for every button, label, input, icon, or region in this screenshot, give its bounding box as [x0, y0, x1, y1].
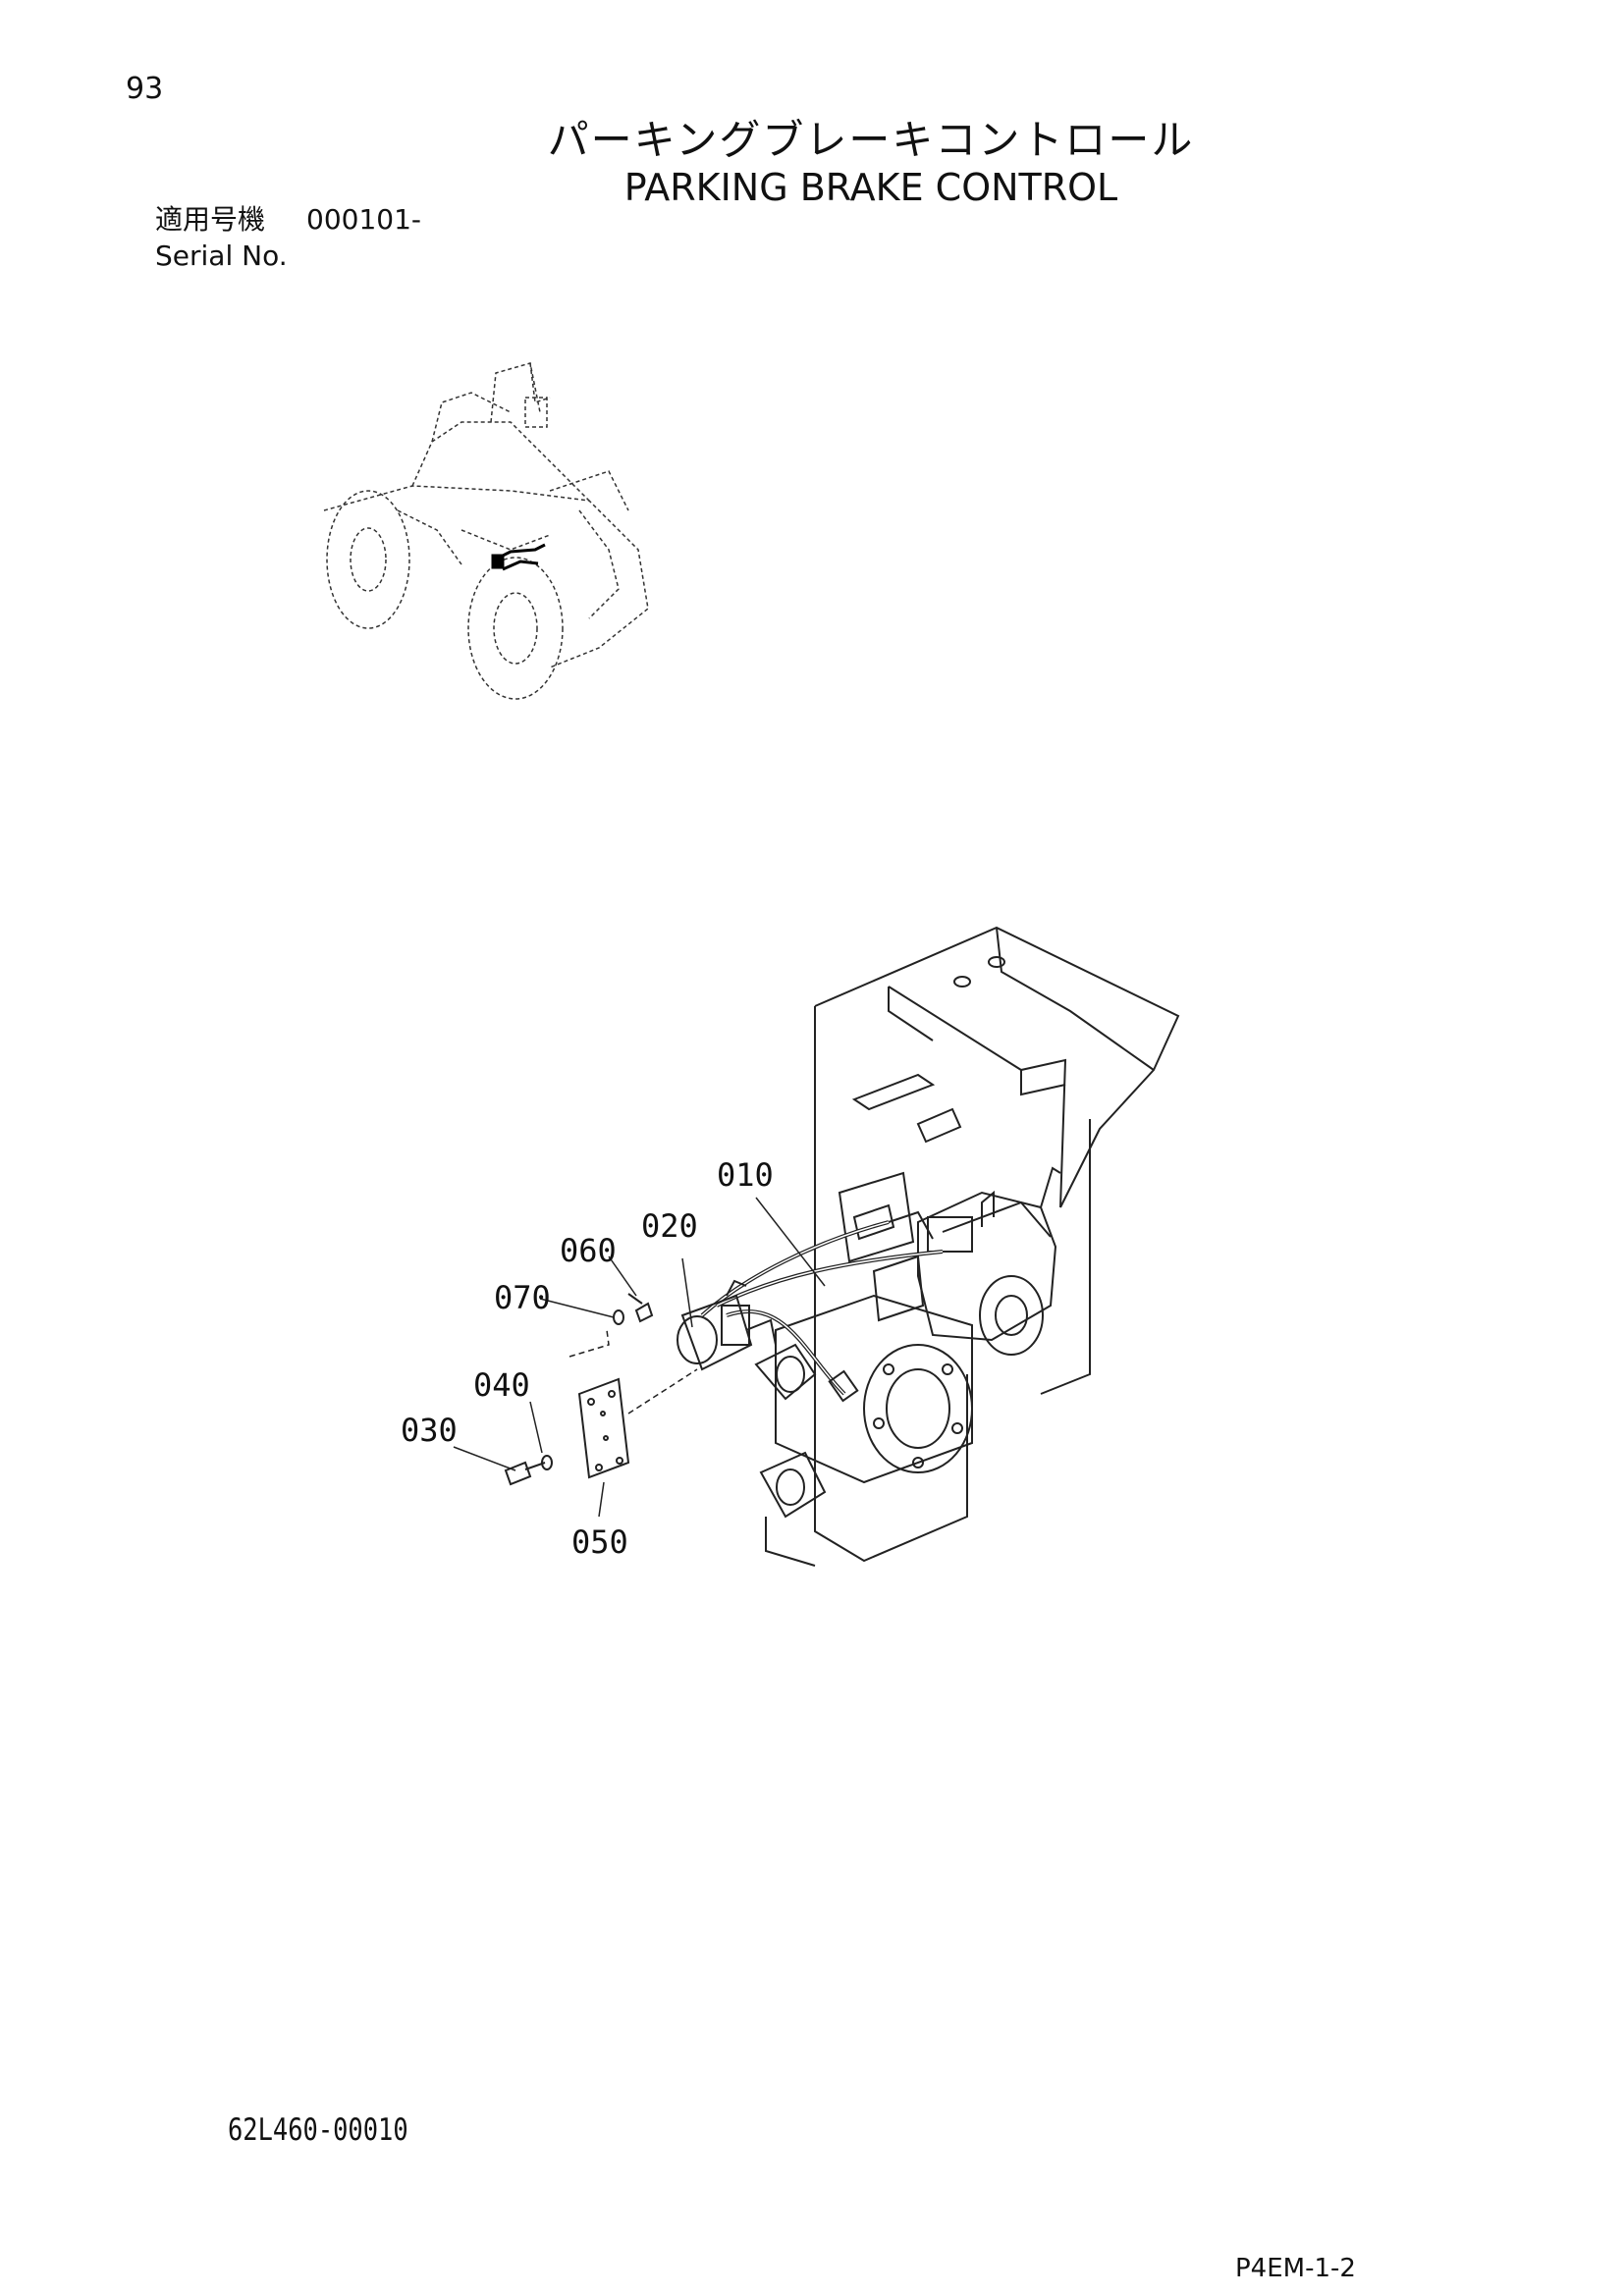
page-number: 93: [126, 72, 164, 106]
callout-leader-lines: [453, 1197, 826, 1518]
transmission-assembly-illustration: [504, 926, 1180, 1567]
page-code: P4EM-1-2: [1235, 2254, 1356, 2283]
callout-040: 040: [473, 1366, 530, 1404]
callout-020: 020: [641, 1207, 698, 1245]
page-title-english: PARKING BRAKE CONTROL: [623, 166, 1118, 209]
vehicle-overview-highlight: [491, 543, 546, 571]
callout-070: 070: [494, 1279, 551, 1316]
serial-label-english: Serial No.: [155, 240, 288, 272]
callout-050: 050: [571, 1523, 628, 1561]
vehicle-overview-illustration: [323, 362, 649, 700]
callout-010: 010: [717, 1156, 774, 1194]
serial-label-japanese: 適用号機: [155, 203, 266, 236]
serial-number-value: 000101-: [306, 203, 421, 236]
callout-060: 060: [560, 1232, 617, 1269]
drawing-number: 62L460-00010: [228, 2112, 408, 2148]
callout-030: 030: [401, 1412, 458, 1449]
page-title-japanese: パーキングブレーキコントロール: [547, 116, 1195, 164]
